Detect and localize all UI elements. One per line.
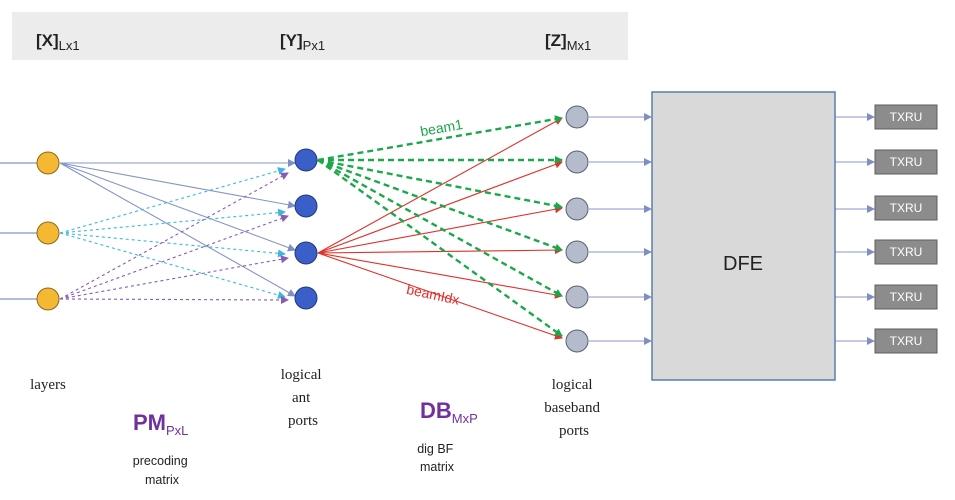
db-name: DB [420, 398, 452, 423]
txru-label: TXRU [890, 334, 923, 348]
layer-node [36, 287, 60, 311]
baseband-port-node [565, 197, 589, 221]
txru-group: TXRU TXRU TXRU TXRU TXRU TXRU [874, 104, 938, 354]
precoding-solid-links [59, 159, 296, 297]
db-matrix-label: DBMxP [420, 398, 478, 426]
x-vector-name: [X] [36, 31, 59, 50]
txru-box [874, 104, 938, 130]
db-caption-line-2: matrix [420, 460, 455, 474]
ant-port-node [294, 241, 318, 265]
ant-port-node [294, 286, 318, 310]
txru-label: TXRU [890, 155, 923, 169]
txru-label: TXRU [890, 110, 923, 124]
layer-input-lines [0, 162, 38, 300]
beamidx-links [317, 117, 563, 340]
baseband-port-node [565, 285, 589, 309]
x-vector-dims: Lx1 [59, 38, 80, 53]
db-caption: dig BF matrix [417, 442, 457, 474]
ant-ports-line-2: ant [292, 390, 311, 406]
ant-port-nodes [294, 148, 318, 310]
txru-box [874, 284, 938, 310]
y-vector-name: [Y] [280, 31, 303, 50]
dfe-to-txru-links [835, 113, 875, 345]
baseband-port-node [565, 240, 589, 264]
ant-port-node [294, 148, 318, 172]
db-caption-line-1: dig BF [417, 442, 453, 456]
baseband-ports-line-3: ports [559, 423, 589, 439]
z-vector-name: [Z] [545, 31, 567, 50]
layers-label: layers [30, 377, 66, 393]
beam1-links [317, 115, 563, 337]
layer-node [36, 221, 60, 245]
ant-ports-line-3: ports [288, 413, 318, 429]
ant-port-node [294, 194, 318, 218]
y-vector-label: [Y]Px1 [280, 31, 325, 53]
precoding-cyan-links [59, 167, 286, 299]
pm-caption-line-2: matrix [145, 473, 180, 487]
layer-nodes [36, 151, 60, 311]
txru-label: TXRU [890, 290, 923, 304]
z-vector-dims: Mx1 [567, 38, 592, 53]
baseband-port-node [565, 150, 589, 174]
x-vector-label: [X]Lx1 [36, 31, 80, 53]
baseband-ports-line-1: logical [552, 377, 593, 393]
baseband-ports-line-2: baseband [544, 400, 600, 416]
layer-node [36, 151, 60, 175]
pm-caption-line-1: precoding [133, 454, 188, 468]
logical-baseband-ports-label: logical baseband ports [544, 377, 604, 439]
precoding-purple-links [59, 172, 289, 304]
txru-box [874, 239, 938, 265]
baseband-to-dfe-links [589, 113, 652, 345]
beam1-label: beam1 [419, 116, 464, 139]
txru-box [874, 149, 938, 175]
pm-dims: PxL [166, 423, 188, 438]
txru-label: TXRU [890, 245, 923, 259]
header-band [12, 12, 628, 60]
pm-name: PM [133, 410, 166, 435]
beamidx-label: beamIdx [405, 281, 461, 308]
logical-ant-ports-label: logical ant ports [281, 367, 326, 429]
y-vector-dims: Px1 [303, 38, 325, 53]
txru-box [874, 328, 938, 354]
pm-matrix-label: PMPxL [133, 410, 188, 438]
baseband-port-nodes [565, 105, 589, 353]
z-vector-label: [Z]Mx1 [545, 31, 591, 53]
txru-label: TXRU [890, 201, 923, 215]
dfe-box [651, 91, 836, 381]
pm-caption: precoding matrix [133, 454, 191, 487]
txru-box [874, 195, 938, 221]
ant-ports-line-1: logical [281, 367, 322, 383]
db-dims: MxP [452, 411, 478, 426]
baseband-port-node [565, 329, 589, 353]
baseband-port-node [565, 105, 589, 129]
dfe-label: DFE [723, 253, 763, 275]
